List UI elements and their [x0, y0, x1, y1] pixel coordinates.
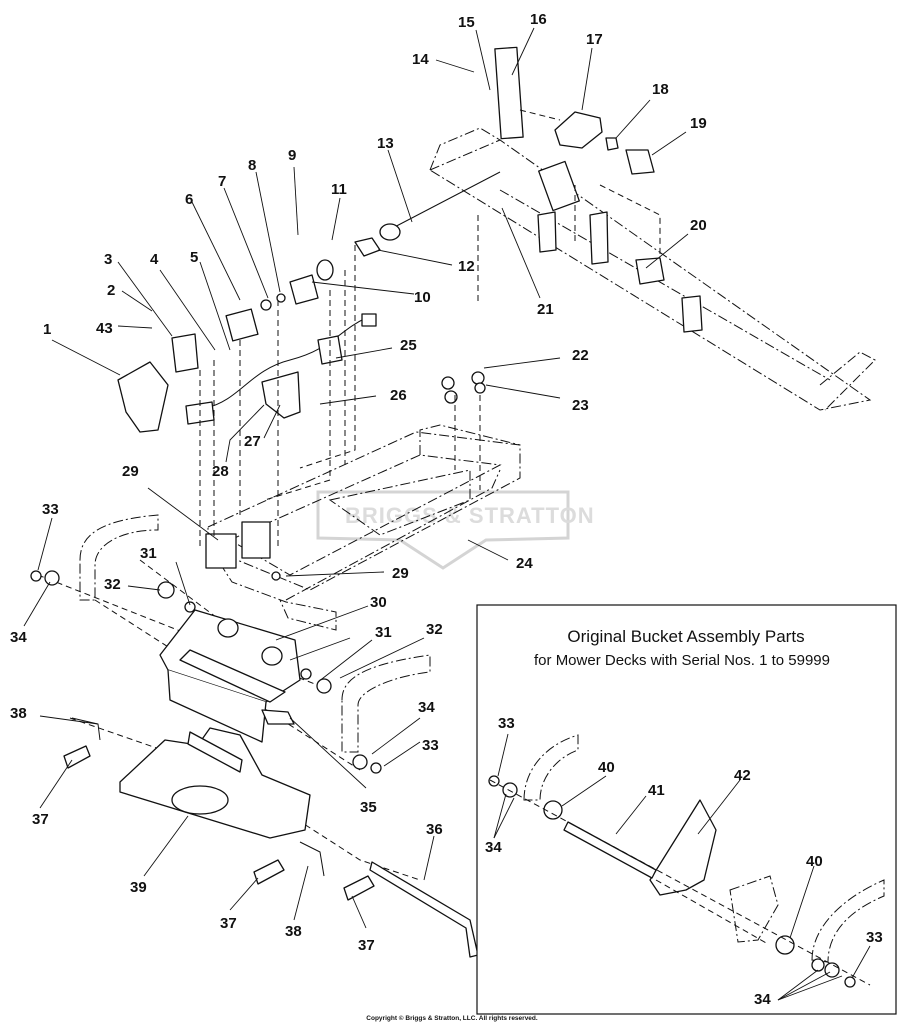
inset-callout-41: 41: [648, 782, 665, 799]
callout-12: 12: [458, 258, 475, 275]
callout-19: 19: [690, 115, 707, 132]
callout-labels: 1 2 3 4 5 6 7 8 9 10 11 12 13 14 15 16 1…: [10, 11, 707, 954]
callout-5: 5: [190, 249, 198, 266]
callout-37-right: 37: [358, 937, 375, 954]
callout-6: 6: [185, 191, 193, 208]
callout-16: 16: [530, 11, 547, 28]
callout-26: 26: [390, 387, 407, 404]
watermark-text: BRIGGS & STRATTON: [345, 503, 595, 528]
inset-original-bucket: Original Bucket Assembly Parts for Mower…: [476, 604, 897, 1015]
callout-14: 14: [412, 51, 429, 68]
watermark-logo: BRIGGS & STRATTON: [316, 490, 595, 570]
callout-17: 17: [586, 31, 603, 48]
callout-21: 21: [537, 301, 554, 318]
callout-23: 23: [572, 397, 589, 414]
callout-4: 4: [150, 251, 159, 268]
callout-30: 30: [370, 594, 387, 611]
inset-callout-40-left: 40: [598, 759, 615, 776]
callout-13: 13: [377, 135, 394, 152]
callout-43: 43: [96, 320, 113, 337]
callout-32-left: 32: [104, 576, 121, 593]
callout-2: 2: [107, 282, 115, 299]
callout-9: 9: [288, 147, 296, 164]
inset-callout-34-left: 34: [485, 839, 502, 856]
callout-37-middle: 37: [220, 915, 237, 932]
callout-38-left: 38: [10, 705, 27, 722]
lift-shaft: [354, 46, 876, 411]
callout-25: 25: [400, 337, 417, 354]
callout-20: 20: [690, 217, 707, 234]
lift-frame: [205, 424, 521, 631]
callout-29-lower: 29: [392, 565, 409, 582]
bucket-assembly: [30, 514, 479, 958]
callout-36: 36: [426, 821, 443, 838]
callout-34-right: 34: [418, 699, 435, 716]
callout-29-upper: 29: [122, 463, 139, 480]
callout-31-left: 31: [140, 545, 157, 562]
callout-24: 24: [516, 555, 533, 572]
callout-31-right: 31: [375, 624, 392, 641]
callout-32-right: 32: [426, 621, 443, 638]
callout-18: 18: [652, 81, 669, 98]
callout-35: 35: [360, 799, 377, 816]
callout-11: 11: [331, 181, 347, 198]
callout-34-left: 34: [10, 629, 27, 646]
callout-1: 1: [43, 321, 51, 338]
callout-27: 27: [244, 433, 261, 450]
inset-callout-33-top: 33: [498, 715, 515, 732]
actuator-assembly: [117, 259, 486, 433]
callout-22: 22: [572, 347, 589, 364]
inset-title: Original Bucket Assembly Parts: [567, 627, 804, 646]
callout-39: 39: [130, 879, 147, 896]
callout-38-right: 38: [285, 923, 302, 940]
inset-callout-42: 42: [734, 767, 751, 784]
callout-33-right: 33: [422, 737, 439, 754]
callout-15: 15: [458, 14, 475, 31]
inset-callout-40-right: 40: [806, 853, 823, 870]
callout-10: 10: [414, 289, 431, 306]
leader-lines: [23, 27, 689, 929]
copyright-text: Copyright © Briggs & Stratton, LLC. All …: [366, 1014, 538, 1022]
inset-subtitle: for Mower Decks with Serial Nos. 1 to 59…: [534, 652, 830, 669]
callout-33-left: 33: [42, 501, 59, 518]
callout-7: 7: [218, 173, 226, 190]
callout-3: 3: [104, 251, 112, 268]
callout-37-left: 37: [32, 811, 49, 828]
inset-callout-33-bottom: 33: [866, 929, 883, 946]
inset-callout-34-bottom: 34: [754, 991, 771, 1008]
callout-28: 28: [212, 463, 229, 480]
callout-8: 8: [248, 157, 256, 174]
